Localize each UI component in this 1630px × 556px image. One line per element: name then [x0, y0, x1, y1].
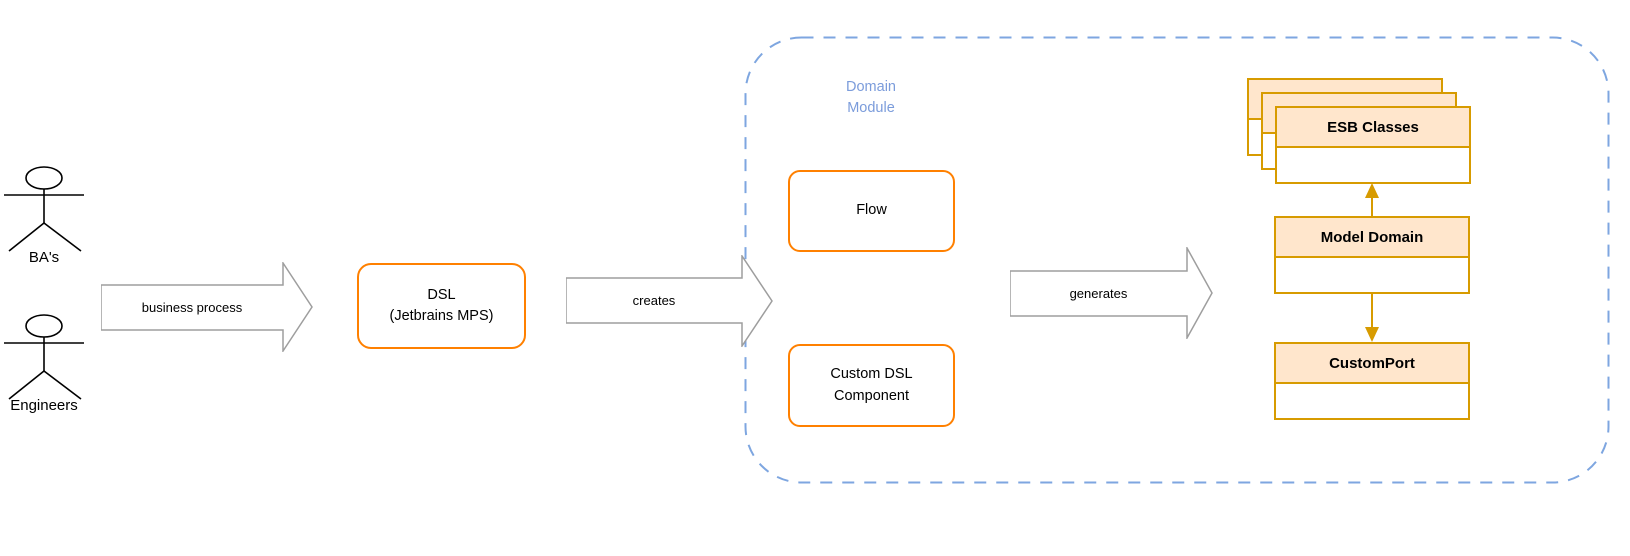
block-arrow-business-process [101, 262, 313, 352]
custom-dsl-component-line2: Component [834, 387, 909, 404]
actor-figure-bas [4, 166, 84, 252]
custom-port-class: CustomPort [1274, 342, 1470, 420]
actor-head [25, 166, 63, 190]
connector-model-to-customport-arrow-down [1365, 294, 1379, 342]
actor-figure-engineers [4, 314, 84, 400]
domain-module-title-line1: Domain [846, 79, 896, 95]
arrow-label-business-process: business process [141, 300, 243, 315]
block-arrow-generates [1010, 247, 1213, 339]
model-domain-body [1276, 258, 1468, 292]
actor-label-bas: BA's [28, 249, 60, 266]
custom-port-title: CustomPort [1276, 344, 1468, 384]
model-domain-title: Model Domain [1276, 218, 1468, 258]
esb-classes-title: ESB Classes [1277, 108, 1469, 148]
dsl-box-line1: DSL [427, 286, 456, 303]
arrow-label-creates: creates [632, 293, 676, 308]
arrow-label-generates: generates [1069, 286, 1128, 301]
flow-box: Flow [788, 170, 955, 252]
domain-module-title: Domain Module [811, 77, 931, 119]
esb-classes-body [1277, 148, 1469, 182]
flow-box-label: Flow [856, 202, 887, 219]
actor-label-engineers: Engineers [10, 397, 78, 414]
domain-module-title-line2: Module [847, 100, 895, 117]
custom-port-body [1276, 384, 1468, 418]
custom-dsl-component-line1: Custom DSL [830, 366, 913, 383]
actor-head [25, 314, 63, 338]
custom-dsl-component-box: Custom DSL Component [788, 344, 955, 427]
model-domain-class: Model Domain [1274, 216, 1470, 294]
dsl-box-line2: (Jetbrains MPS) [389, 308, 494, 324]
dsl-box: DSL (Jetbrains MPS) [357, 263, 526, 349]
connector-model-to-esb-arrow-up [1365, 183, 1379, 216]
block-arrow-creates [566, 255, 773, 347]
esb-classes-card-front: ESB Classes [1275, 106, 1471, 184]
domain-module-container [744, 36, 1610, 484]
